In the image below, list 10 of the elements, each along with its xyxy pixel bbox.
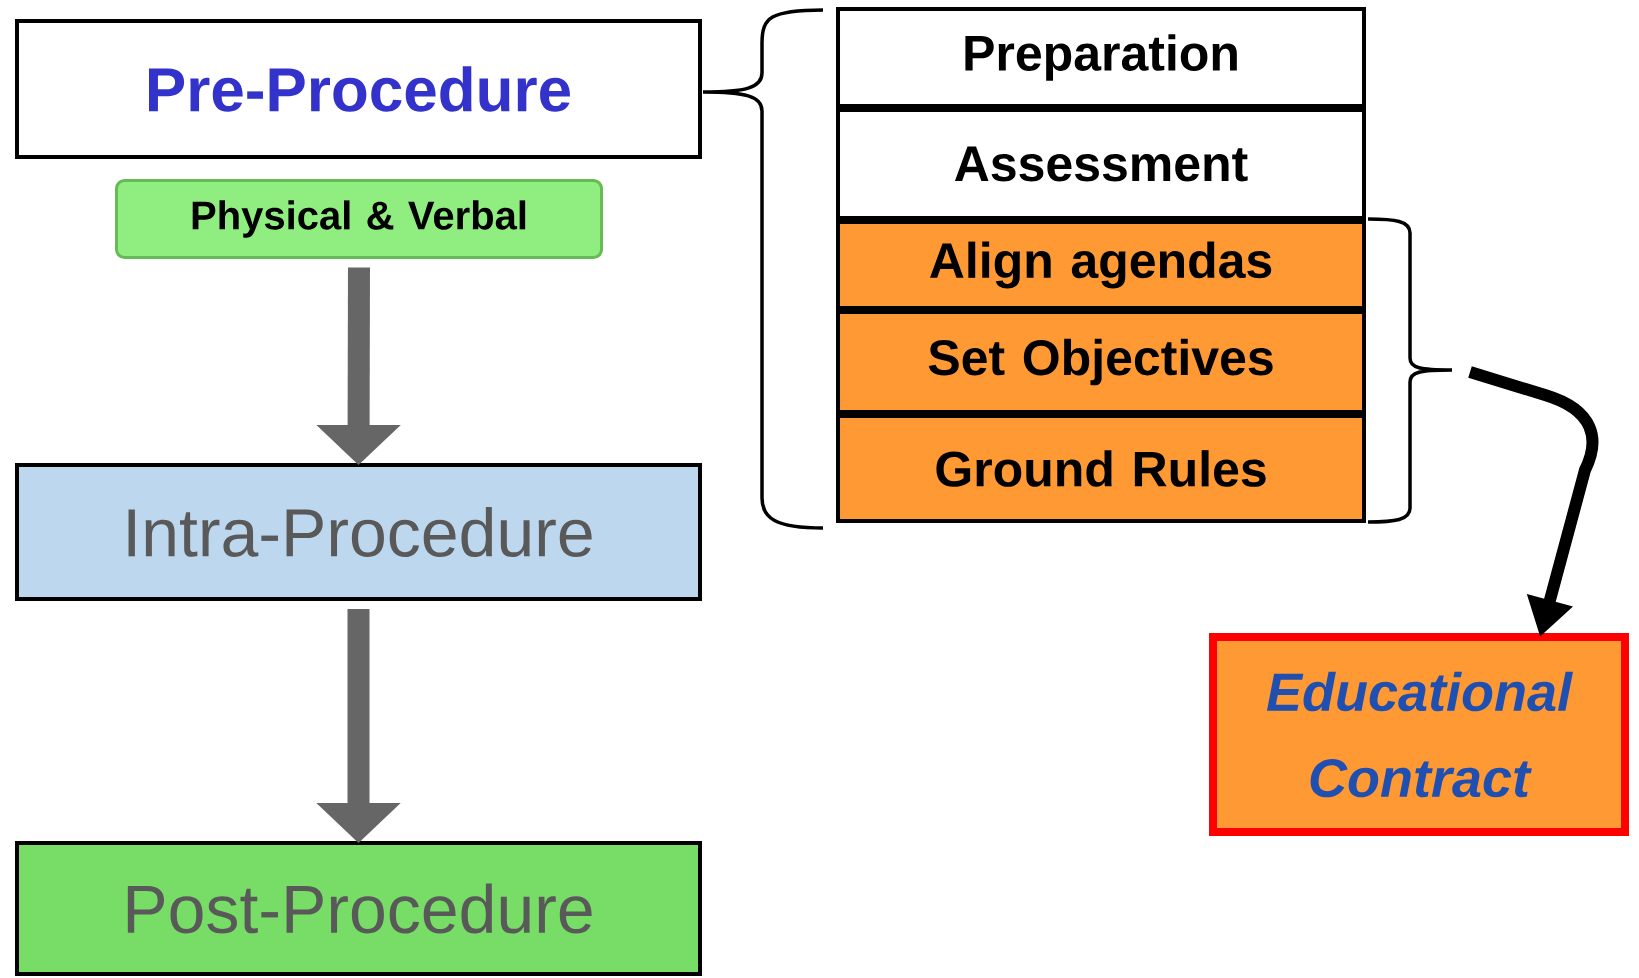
process-box: Pre-Procedure: [15, 19, 702, 159]
process-box: Post-Procedure: [15, 841, 702, 976]
step-box: Align agendas: [836, 220, 1366, 310]
result-box: Educational Contract: [1209, 633, 1629, 836]
step-box: Preparation: [836, 7, 1366, 108]
step-box: Ground Rules: [836, 414, 1366, 523]
step-box: Set Objectives: [836, 310, 1366, 414]
step-box: Assessment: [836, 108, 1366, 220]
label-box: Physical & Verbal: [115, 179, 603, 259]
process-box: Intra-Procedure: [15, 463, 702, 601]
